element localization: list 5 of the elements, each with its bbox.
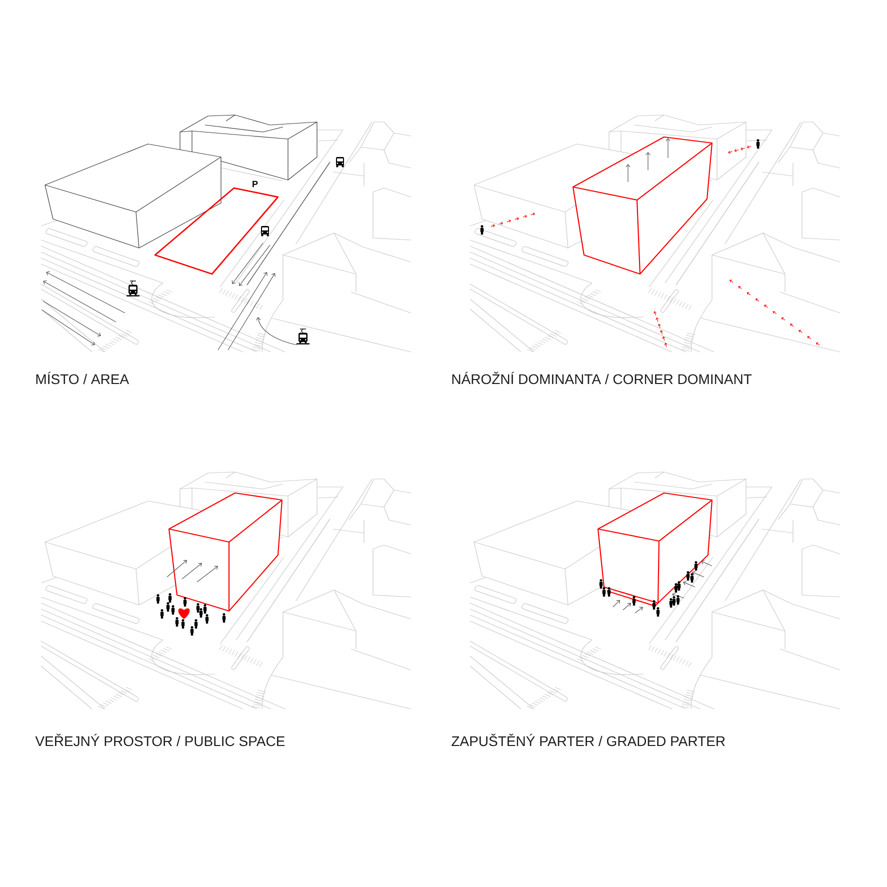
caption: ZAPUŠTĚNÝ PARTER / GRADED PARTER [452, 734, 725, 746]
parking-label: P [252, 180, 258, 188]
caption: VEŘEJNÝ PROSTOR / PUBLIC SPACE [35, 734, 285, 746]
caption: MÍSTO / AREA [36, 372, 130, 384]
caption: NÁROŽNÍ DOMINANTA / CORNER DOMINANT [452, 372, 752, 384]
